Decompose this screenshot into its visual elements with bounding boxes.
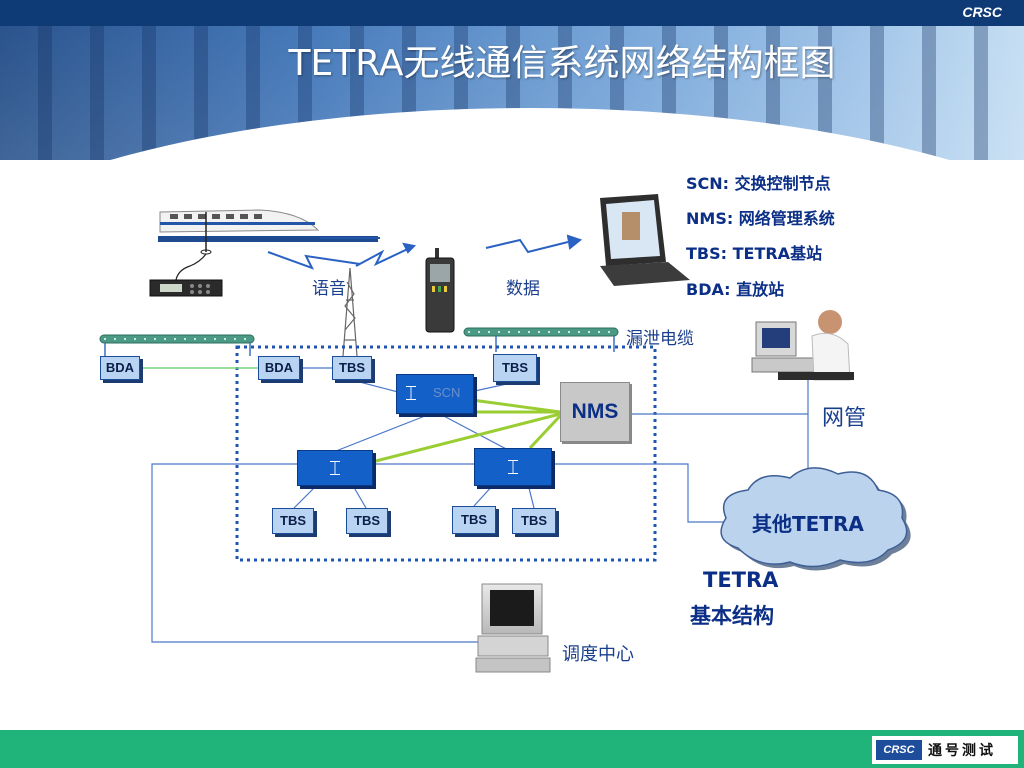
scn-label: SCN [433,385,461,400]
header-top-bar [0,0,1024,26]
train-antenna-icon [175,212,212,281]
tbs-node-6: TBS [512,508,556,534]
leaky-cable-right [463,327,619,337]
data-wireless-link [485,234,583,254]
vehicle-radio-icon [149,279,223,297]
bda-node-1: BDA [100,356,140,380]
data-label: 数据 [506,279,540,299]
other-tetra-label: 其他TETRA [752,512,864,536]
basic-structure-label-line1: TETRA [703,568,779,592]
basic-structure-label-line2: 基本结构 [690,604,774,628]
voice-wireless-link [267,242,417,270]
tbs-node-4: TBS [346,508,388,534]
tbs-node-1: TBS [332,356,372,380]
footer-logo-mark: CRSC [876,740,922,760]
leaky-cable-left [99,334,255,344]
dispatch-center-label: 调度中心 [562,644,634,665]
tbs-node-3: TBS [272,508,314,534]
page-title: TETRA无线通信系统网络结构框图 [288,43,836,84]
scn-switch-right: ⌶ [474,448,552,486]
train-icon [158,209,380,242]
tetra-basic-structure-boundary [235,345,657,562]
legend-nms: NMS: 网络管理系统 [686,209,835,228]
switch-icon: ⌶ [329,456,341,480]
scn-switch-left: ⌶ [297,450,373,486]
footer-logo-name: 通号测试 [928,743,996,759]
voice-label: 语音 [312,279,346,299]
legend-scn: SCN: 交换控制节点 [686,174,831,193]
network-management-label: 网管 [822,406,867,431]
tbs-node-2: TBS [493,354,537,382]
radio-tower-icon [342,267,358,357]
switch-icon: ⌶ [405,381,417,405]
switch-icon: ⌶ [507,455,519,479]
footer-bar: CRSC 通号测试 [0,730,1024,768]
other-tetra-cloud-icon [720,467,911,571]
scn-main-switch: ⌶ SCN [396,374,474,414]
laptop-icon [600,194,690,286]
header-banner [0,0,1024,160]
dispatch-computer-icon [475,583,551,673]
handheld-radio-icon [425,248,455,333]
operator-workstation-icon [751,310,854,381]
nms-node: NMS [560,382,630,442]
brand-label: CRSC [962,4,1002,20]
bda-node-2: BDA [258,356,300,380]
footer-logo: CRSC 通号测试 [872,736,1018,764]
legend-bda: BDA: 直放站 [686,280,785,299]
network-links [140,367,809,643]
leaky-cable-label: 漏泄电缆 [626,329,694,349]
tbs-node-5: TBS [452,506,496,534]
legend-tbs: TBS: TETRA基站 [686,244,823,263]
